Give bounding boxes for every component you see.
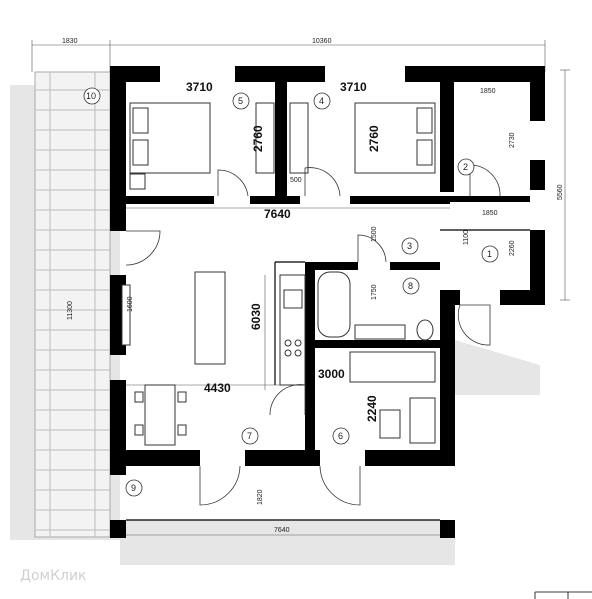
room-marker-5	[232, 92, 250, 110]
dim-corridor-width: 7640	[264, 207, 291, 221]
dim-room5-width: 3710	[186, 80, 213, 94]
small-dimension-labels: 1830 10360 5560 7640 11300 1850 2730 185…	[62, 38, 564, 534]
room-number-2: 2	[463, 162, 468, 172]
furniture	[121, 102, 436, 446]
dim-living-width: 4430	[204, 381, 231, 395]
dim-left-1830: 1830	[62, 38, 78, 45]
walls	[110, 66, 545, 538]
dim-left-11300: 11300	[67, 301, 74, 320]
dim-1750: 1750	[371, 284, 378, 300]
dim-terrace-1600: 1600	[127, 296, 134, 312]
room-number-7: 7	[247, 431, 252, 441]
room-number-4: 4	[319, 96, 324, 106]
room-number-3: 3	[407, 241, 412, 251]
room-number-8: 8	[408, 281, 413, 291]
room-marker-6	[332, 427, 350, 445]
room-marker-10	[83, 87, 101, 105]
room-marker-7	[241, 427, 259, 445]
dim-r2-width: 1850	[480, 88, 496, 95]
dim-r1-h2: 2260	[509, 240, 516, 256]
dim-right-5560: 5560	[557, 184, 564, 200]
dim-top-10360: 10360	[312, 38, 332, 45]
door-swings	[125, 164, 501, 506]
dim-room6-height: 2240	[365, 395, 379, 422]
dim-porch-1820: 1820	[257, 489, 264, 505]
dim-r1-width: 1850	[482, 210, 498, 217]
room-marker-1	[481, 245, 499, 263]
interior-lines	[126, 229, 530, 521]
room-marker-9	[125, 479, 143, 497]
room-number-6: 6	[338, 431, 343, 441]
dim-living-height: 6030	[249, 303, 263, 330]
dimension-lines	[31, 40, 570, 536]
dim-room4-height: 2760	[367, 125, 381, 152]
room-marker-4	[313, 92, 331, 110]
corner-mark	[534, 591, 592, 599]
dim-door-500: 500	[290, 177, 302, 184]
room-number-9: 9	[131, 483, 136, 493]
dim-r1-h1: 1100	[463, 230, 470, 245]
room-numbers: 1 2 3 4 5 6 7 8 9 10	[86, 91, 492, 493]
room-number-1: 1	[487, 249, 492, 259]
dim-room6-width: 3000	[318, 367, 345, 381]
room-marker-3	[401, 237, 419, 255]
room-marker-8	[402, 277, 420, 295]
room-markers	[83, 87, 499, 497]
dim-room5-height: 2760	[251, 125, 265, 152]
dim-1500: 1500	[371, 226, 378, 242]
dim-room4-width: 3710	[340, 80, 367, 94]
watermark-text: ДомКлик	[20, 568, 87, 584]
dim-r2-height: 2730	[509, 132, 516, 148]
dim-bottom-7640: 7640	[274, 527, 290, 534]
room-number-10: 10	[86, 91, 96, 101]
room-number-5: 5	[238, 96, 243, 106]
room-marker-2	[457, 158, 475, 176]
big-dimension-labels: 3710 3710 2760 2760 7640 6030 4430 3000 …	[186, 80, 381, 422]
